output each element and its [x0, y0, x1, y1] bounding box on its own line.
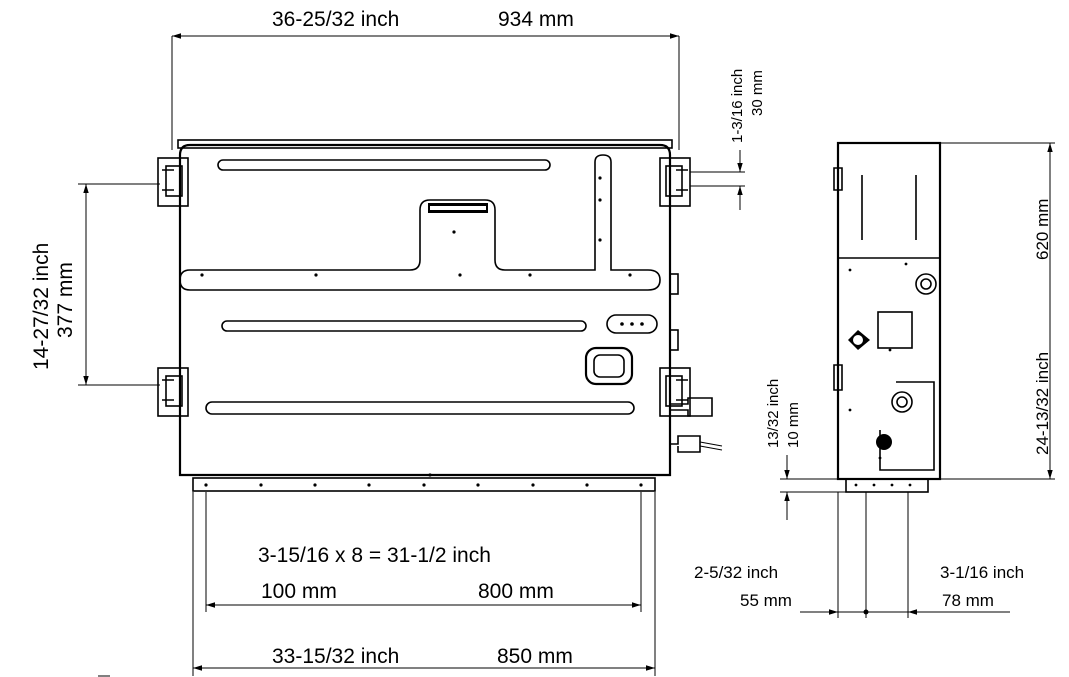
overall-width-mm-label: 934 mm — [498, 8, 574, 31]
hanger-top-left — [157, 157, 189, 207]
top-offset-mm-label: 30 mm — [749, 70, 766, 116]
side-right-mm-label: 78 mm — [942, 591, 994, 610]
pitch-mm-label: 100 mm — [261, 580, 337, 603]
hanger-spacing-inch-label: 14-27/32 inch — [30, 243, 53, 370]
flange-width-mm-label: 850 mm — [497, 645, 573, 668]
dimension-lines — [78, 33, 1055, 677]
flange-width-inch-label: 33-15/32 inch — [272, 645, 399, 668]
height-inch-label: 24-13/32 inch — [1033, 352, 1052, 455]
hanger-spacing-mm-label: 377 mm — [54, 262, 77, 338]
hanger-top-right — [659, 157, 691, 207]
bottom-offset-inch-label: 13/32 inch — [765, 379, 782, 448]
hanger-bottom-left — [157, 367, 189, 417]
side-view — [833, 141, 942, 493]
side-left-inch-label: 2-5/32 inch — [694, 563, 778, 582]
bottom-offset-mm-label: 10 mm — [785, 402, 802, 448]
side-right-inch-label: 3-1/16 inch — [940, 563, 1024, 582]
height-mm-label: 620 mm — [1033, 199, 1052, 260]
front-view — [157, 139, 723, 492]
hanger-bottom-right — [659, 367, 691, 417]
pitch-formula-label: 3-15/16 x 8 = 31-1/2 inch — [258, 544, 491, 567]
side-left-mm-label: 55 mm — [740, 591, 792, 610]
pitch-total-mm-label: 800 mm — [478, 580, 554, 603]
top-offset-inch-label: 1-3/16 inch — [729, 69, 746, 143]
overall-width-inch-label: 36-25/32 inch — [272, 8, 399, 31]
